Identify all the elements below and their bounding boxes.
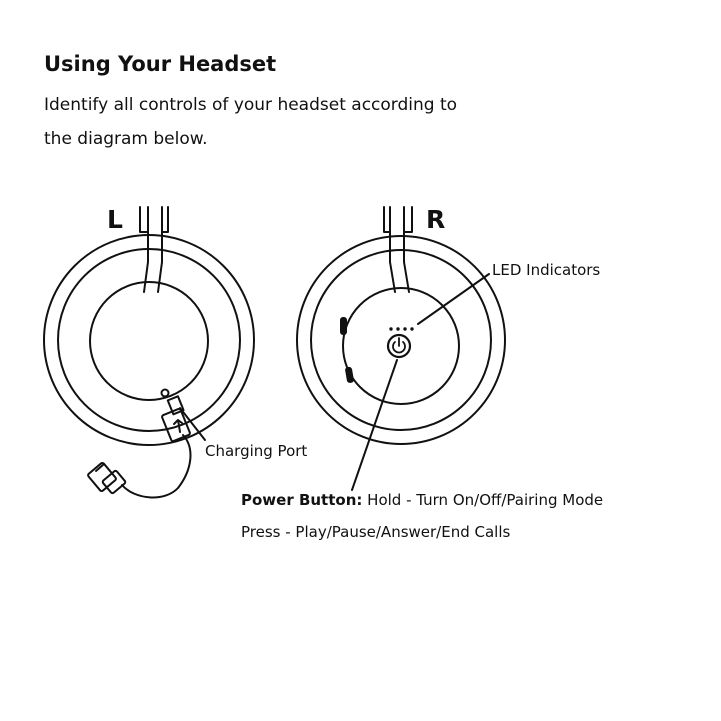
right-side-label: R	[426, 205, 445, 234]
power-button-description: Power Button: Hold - Turn On/Off/Pairing…	[241, 491, 603, 509]
led-indicators-label: LED Indicators	[492, 261, 600, 279]
power-button-hold-text: Hold - Turn On/Off/Pairing Mode	[367, 491, 603, 509]
charging-port-icon	[162, 390, 169, 397]
charging-port-label: Charging Port	[205, 442, 307, 460]
left-side-label: L	[107, 205, 123, 234]
left-earcup	[44, 235, 254, 445]
right-earcup	[297, 236, 505, 444]
power-button-press-text: Press - Play/Pause/Answer/End Calls	[241, 523, 510, 541]
power-button-title: Power Button:	[241, 491, 362, 509]
power-button-icon	[388, 335, 410, 357]
usb-cable	[87, 396, 190, 497]
power-leader-line	[352, 360, 397, 490]
led-leader-line	[418, 274, 489, 324]
led-indicators-icon	[389, 327, 413, 330]
